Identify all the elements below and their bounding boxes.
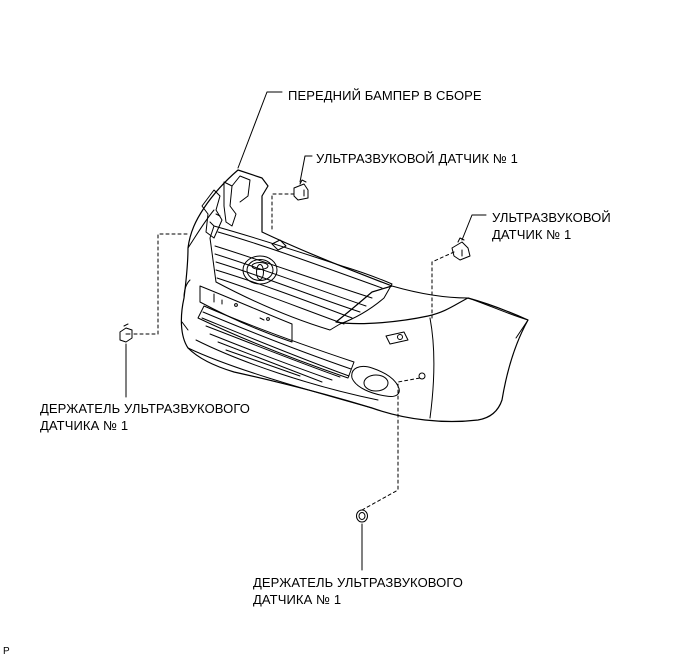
sensor-holder-bottom <box>356 509 368 523</box>
left-mount-fold <box>209 213 221 227</box>
grille-top-clip <box>271 239 287 251</box>
grille-frame <box>209 225 393 331</box>
right-side-marker <box>385 331 409 345</box>
label-ultrasonic-sensor-top: УЛЬТРАЗВУКОВОЙ ДАТЧИК № 1 <box>316 151 518 166</box>
sensor-hole-right <box>397 334 403 340</box>
label-sensor-holder-bottom: ДЕРЖАТЕЛЬ УЛЬТРАЗВУКОВОГО ДАТЧИКА № 1 <box>253 575 463 607</box>
left-side-lower <box>181 279 191 331</box>
upper-grille-slats <box>214 231 383 325</box>
lower-grille-slats <box>201 311 352 383</box>
left-mount-bracket <box>201 189 223 239</box>
leader-bumper <box>237 91 283 169</box>
guide-sensor-top <box>271 193 295 233</box>
lower-bumper-lip <box>187 347 373 409</box>
front-bumper-assembly <box>180 169 529 423</box>
plate-bolt-right <box>266 317 270 321</box>
bumper-right-top-line <box>391 285 469 299</box>
bumper-top-edge <box>187 209 215 249</box>
right-wing-lower <box>429 317 435 419</box>
lower-bumper-lip-2 <box>195 339 379 401</box>
leader-lines <box>125 91 487 571</box>
label-sensor-holder-left: ДЕРЖАТЕЛЬ УЛЬТРАЗВУКОВОГО ДАТЧИКА № 1 <box>40 401 250 433</box>
leader-sensor-right <box>461 214 487 241</box>
lower-grille-frame <box>197 305 355 379</box>
bumper-outline <box>180 169 529 423</box>
sensor-hole-lower <box>418 372 426 380</box>
guide-holder-left <box>133 233 189 335</box>
guide-sensor-right <box>431 251 455 319</box>
left-mount-tab <box>223 181 237 227</box>
fog-lamp-opening <box>351 365 400 397</box>
ultrasonic-sensor-top <box>293 179 309 201</box>
installation-guides <box>133 193 455 511</box>
label-front-bumper-assembly: ПЕРЕДНИЙ БАМПЕР В СБОРЕ <box>288 88 482 103</box>
ultrasonic-sensor-right <box>451 237 471 261</box>
sensor-holder-left <box>119 323 133 343</box>
leader-sensor-top <box>299 155 313 183</box>
license-plate-inner <box>213 293 265 321</box>
guide-holder-bottom <box>361 377 421 511</box>
toyota-emblem <box>242 255 278 285</box>
left-mount-inner <box>231 175 251 203</box>
reference-code: P <box>3 646 10 657</box>
right-wing-edge <box>467 297 529 339</box>
plate-bolt-left <box>234 303 238 307</box>
label-ultrasonic-sensor-right: УЛЬТРАЗВУКОВОЙ ДАТЧИК № 1 <box>492 210 611 242</box>
